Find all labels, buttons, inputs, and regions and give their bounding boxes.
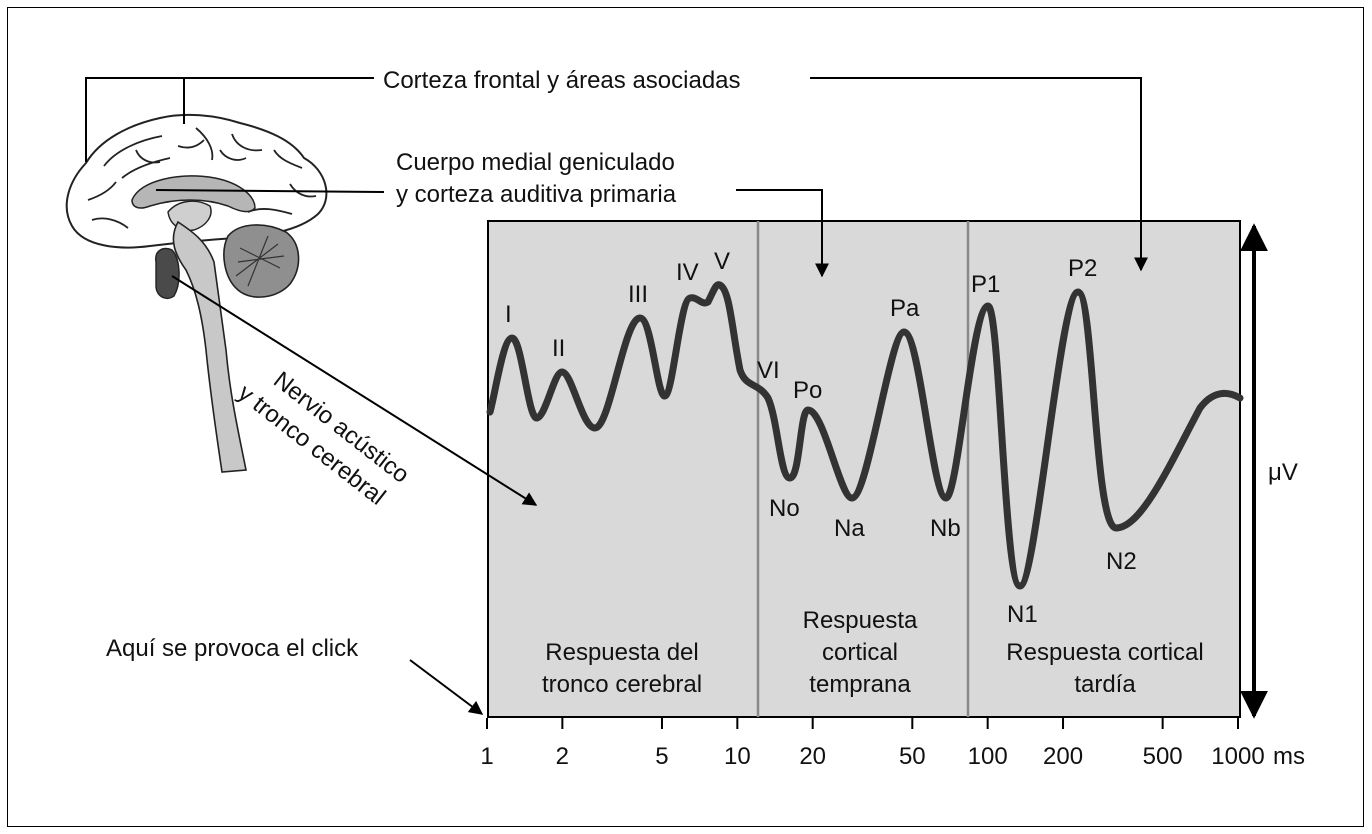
region-early-line2: cortical (822, 639, 898, 666)
region-brainstem-line2: tronco cerebral (542, 671, 702, 698)
peak-label-N1: N1 (1007, 601, 1038, 628)
x-axis: 1 2 5 10 20 50 100 200 500 1000 (480, 718, 1265, 770)
x-axis-unit: ms (1273, 743, 1305, 770)
label-frontal-cortex: Corteza frontal y áreas asociadas (383, 67, 741, 94)
x-tick-label-100: 100 (968, 743, 1008, 770)
peak-label-V: V (714, 248, 730, 275)
aep-waveform (486, 281, 1244, 590)
leader-frontal-left (85, 77, 374, 162)
peak-label-P1: P1 (971, 271, 1000, 298)
x-tick-label-2: 2 (556, 743, 569, 770)
x-tick-label-50: 50 (899, 743, 926, 770)
peak-label-III: III (628, 281, 648, 308)
region-early-line3: temprana (809, 671, 911, 698)
x-tick-label-10: 10 (724, 743, 751, 770)
peak-label-IV: IV (676, 259, 699, 286)
x-tick-label-5: 5 (655, 743, 668, 770)
label-geniculate-line2: y corteza auditiva primaria (396, 181, 677, 208)
peak-label-Nb: Nb (930, 515, 961, 542)
leader-nerve (171, 275, 538, 506)
peak-label-I: I (505, 301, 512, 328)
region-early-line1: Respuesta (803, 607, 918, 634)
leader-geniculate-left (155, 189, 385, 193)
figure-frame (7, 7, 1364, 827)
x-tick-label-500: 500 (1143, 743, 1183, 770)
x-tick-label-1000: 1000 (1211, 743, 1264, 770)
late-cortical-region (968, 221, 1240, 717)
peak-label-Pa: Pa (890, 295, 920, 322)
leader-lines (85, 77, 1148, 715)
leader-click (409, 659, 484, 715)
label-nerve-group: Nervio acústico y tronco cerebral (233, 366, 414, 510)
x-tick-label-1: 1 (480, 743, 493, 770)
peak-label-VI: VI (757, 357, 780, 384)
peak-label-N2: N2 (1106, 548, 1137, 575)
leader-geniculate-right (736, 189, 829, 278)
peak-label-P2: P2 (1068, 255, 1097, 282)
region-late-line1: Respuesta cortical (1006, 639, 1203, 666)
label-click: Aquí se provoca el click (106, 635, 359, 662)
peak-label-Po: Po (793, 377, 822, 404)
uv-axis-label: μV (1268, 459, 1298, 486)
label-geniculate-line1: Cuerpo medial geniculado (396, 149, 675, 176)
x-tick-label-200: 200 (1043, 743, 1083, 770)
peak-label-II: II (552, 335, 565, 362)
peak-label-Na: Na (834, 515, 865, 542)
brain-illustration (65, 113, 328, 473)
leader-frontal-right (810, 77, 1148, 272)
region-panels (487, 220, 1241, 718)
region-brainstem-line1: Respuesta del (545, 639, 698, 666)
peak-label-No: No (769, 495, 800, 522)
x-tick-label-20: 20 (799, 743, 826, 770)
region-late-line2: tardía (1074, 671, 1136, 698)
region-captions: Respuesta del tronco cerebral Respuesta … (542, 607, 1204, 698)
